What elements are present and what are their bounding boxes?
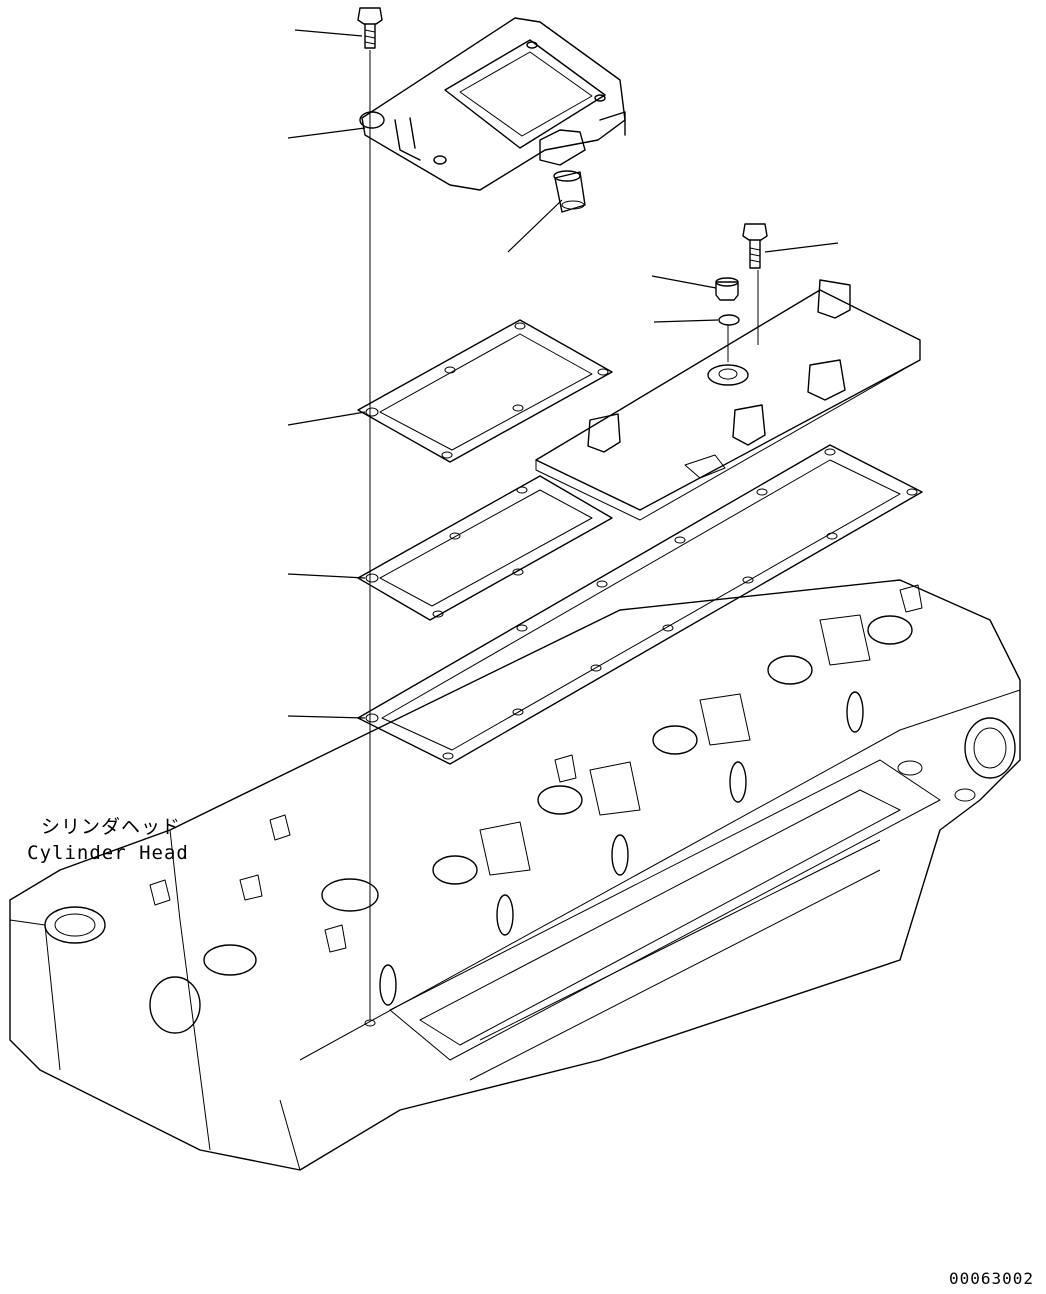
- leader-lines: [287, 29, 839, 719]
- upper-housing: [359, 17, 626, 191]
- cylinder-head-label-japanese: シリンダヘッド: [40, 816, 181, 838]
- gasket-middle: [357, 475, 613, 621]
- plug: [553, 170, 586, 213]
- drawing-number: 00063002: [948, 1269, 1034, 1288]
- top-bolt: [357, 7, 383, 49]
- gasket-upper: [357, 319, 613, 463]
- side-bolt: [742, 223, 768, 345]
- cylinder-head-block: [9, 579, 1021, 1171]
- rocker-cover: [535, 279, 921, 521]
- cylinder-head-label-english: Cylinder Head: [27, 842, 189, 864]
- gasket-lower-long: [357, 444, 923, 765]
- cap-and-o-ring: [715, 277, 740, 362]
